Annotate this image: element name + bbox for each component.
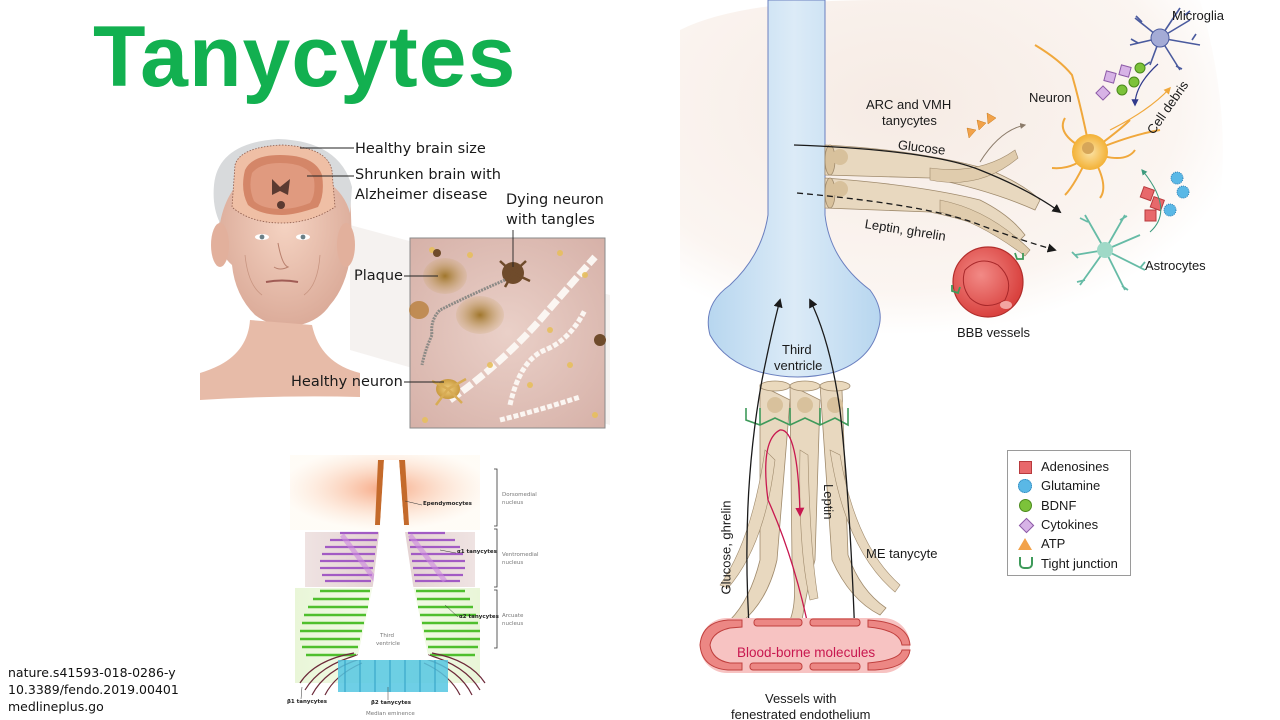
legend-label: Glutamine (1041, 478, 1101, 494)
tanycyte-section-illustration (290, 455, 498, 700)
label-third-ventricle-line2: ventricle (376, 641, 401, 647)
alzheimer-figure: Healthy brain size Shrunken brain with A… (200, 135, 620, 435)
label-healthy-neuron: Healthy neuron (291, 374, 403, 390)
label-dorsomedial-line2: nucleus (502, 500, 524, 506)
label-dorsomedial-line1: Dorsomedial (502, 492, 537, 498)
orange-triangle-icon (1018, 537, 1032, 551)
red-square-icon (1018, 460, 1032, 474)
label-beta1-tanycytes: β1 tanycytes (287, 699, 327, 705)
green-circle-icon (1018, 498, 1032, 513)
label-arc-vmh-line2: tanycytes (882, 113, 937, 128)
legend-item-adenosines: Adenosines (1018, 457, 1130, 476)
label-glucose-ghrelin: Glucose, ghrelin (718, 500, 734, 595)
legend-item-bdnf: BDNF (1018, 496, 1130, 515)
label-beta2-tanycytes: β2 tanycytes (371, 700, 411, 706)
legend-item-atp: ATP (1018, 534, 1130, 553)
reference-2: 10.3389/fendo.2019.00401 (8, 682, 179, 697)
reference-3: medlineplus.go (8, 699, 104, 714)
label-third-ventricle-line1: Third (380, 633, 395, 639)
legend-label: ATP (1041, 536, 1066, 552)
label-third-ventricle-line2: ventricle (774, 358, 823, 373)
alzheimer-illustration (200, 139, 610, 429)
label-arc-vmh-line1: ARC and VMH (866, 97, 952, 112)
label-median-eminence: Median eminence (366, 711, 415, 717)
label-vessels-line1: Vessels with (765, 691, 837, 706)
label-arcuate-line1: Arcuate (502, 613, 524, 619)
legend-label: Adenosines (1041, 459, 1109, 475)
label-astrocytes: Astrocytes (1145, 258, 1206, 273)
tight-junction-icon (1018, 556, 1033, 570)
legend-label: Cytokines (1041, 517, 1099, 533)
label-vessels-line2: fenestrated endothelium (731, 707, 871, 720)
label-healthy-brain-size: Healthy brain size (355, 141, 486, 157)
label-alpha1-tanycytes: α1 tanycytes (457, 549, 497, 555)
legend-item-cytokines: Cytokines (1018, 515, 1130, 534)
label-blood-borne-molecules: Blood-borne molecules (737, 645, 876, 660)
label-ventromedial-line1: Ventromedial (502, 552, 539, 558)
label-neuron: Neuron (1029, 90, 1072, 105)
legend-item-glutamine: Glutamine (1018, 476, 1130, 495)
transport-illustration (680, 0, 1223, 673)
label-leptin: Leptin (821, 484, 836, 520)
references: nature.s41593-018-0286-y 10.3389/fendo.2… (8, 664, 179, 715)
label-me-tanycyte: ME tanycyte (866, 546, 938, 561)
legend-label: Tight junction (1041, 555, 1118, 571)
label-shrunken-brain-line2: Alzheimer disease (355, 187, 488, 203)
slide-title: Tanycytes (93, 9, 517, 105)
transport-figure: Microglia Neuron ARC and VMH tanycytes G… (680, 0, 1280, 720)
label-microglia: Microglia (1172, 8, 1225, 23)
label-arcuate-line2: nucleus (502, 621, 524, 627)
label-dying-neuron-line2: with tangles (506, 212, 595, 228)
label-ventromedial-line2: nucleus (502, 560, 524, 566)
legend: Adenosines Glutamine BDNF Cytokines ATP … (1007, 450, 1131, 576)
tanycyte-section-figure: Ependymocytes α1 tanycytes α2 tanycytes … (280, 455, 560, 720)
label-ependymocytes: Ependymocytes (423, 501, 472, 507)
label-shrunken-brain-line1: Shrunken brain with (355, 167, 501, 183)
reference-1: nature.s41593-018-0286-y (8, 665, 176, 680)
legend-item-tight-junction: Tight junction (1018, 553, 1130, 572)
label-third-ventricle-line1: Third (782, 342, 812, 357)
purple-diamond-icon (1018, 518, 1032, 532)
label-alpha2-tanycytes: α2 tanycytes (459, 614, 499, 620)
label-dying-neuron-line1: Dying neuron (506, 192, 604, 208)
legend-label: BDNF (1041, 497, 1077, 513)
blue-circle-icon (1018, 478, 1032, 493)
label-bbb-vessels: BBB vessels (957, 325, 1030, 340)
label-plaque: Plaque (354, 268, 403, 284)
